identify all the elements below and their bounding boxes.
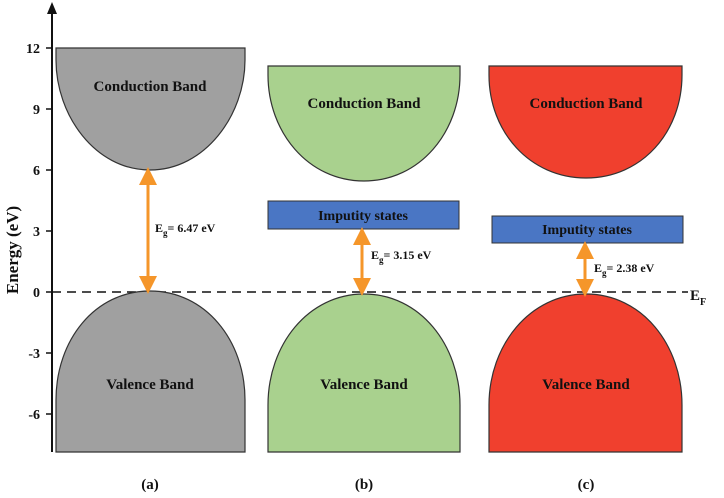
panel-label: (c) (578, 477, 595, 493)
valence-band-shape (55, 290, 246, 453)
valence-band-label: Valence Band (542, 377, 630, 393)
conduction-band-shape (488, 65, 683, 179)
valence-band-label: Valence Band (320, 377, 408, 393)
conduction-band-label: Conduction Band (530, 96, 644, 112)
impurity-states-label: Imputity states (542, 223, 632, 238)
tick-label: 9 (33, 103, 40, 118)
valence-band-label: Valence Band (106, 377, 194, 393)
conduction-band-label: Conduction Band (94, 79, 208, 95)
panel-b: Conduction Band Imputity states Valence … (267, 65, 461, 493)
tick-label: -6 (28, 408, 40, 423)
tick-label: 6 (33, 164, 40, 179)
conduction-band-shape (267, 65, 461, 182)
band-gap-label: Eg= 6.47 eV (155, 221, 216, 238)
conduction-band-shape (55, 47, 246, 171)
valence-band-shape (488, 293, 683, 453)
fermi-label: EF (690, 288, 706, 308)
panel-label: (b) (355, 477, 373, 493)
impurity-states-label: Imputity states (318, 209, 408, 224)
tick-label: 0 (33, 286, 40, 301)
band-gap-label: Eg= 2.38 eV (594, 261, 655, 278)
band-gap-label: Eg= 3.15 eV (371, 248, 432, 265)
valence-band-shape (267, 293, 461, 453)
tick-label: -3 (28, 347, 40, 362)
panel-label: (a) (141, 477, 159, 493)
panel-a: Conduction Band Valence Band Eg= 6.47 eV… (55, 47, 246, 493)
tick-label: 12 (26, 42, 40, 57)
axis-arrowhead (47, 2, 57, 14)
tick-label: 3 (33, 225, 40, 240)
impurity-states-band (491, 215, 684, 244)
impurity-states-band (267, 200, 460, 230)
panel-c: Conduction Band Imputity states Valence … (488, 65, 684, 493)
y-axis: 12 9 6 3 0 -3 -6 Energy (eV) (3, 2, 57, 452)
conduction-band-label: Conduction Band (308, 96, 422, 112)
axis-title: Energy (eV) (3, 206, 22, 294)
